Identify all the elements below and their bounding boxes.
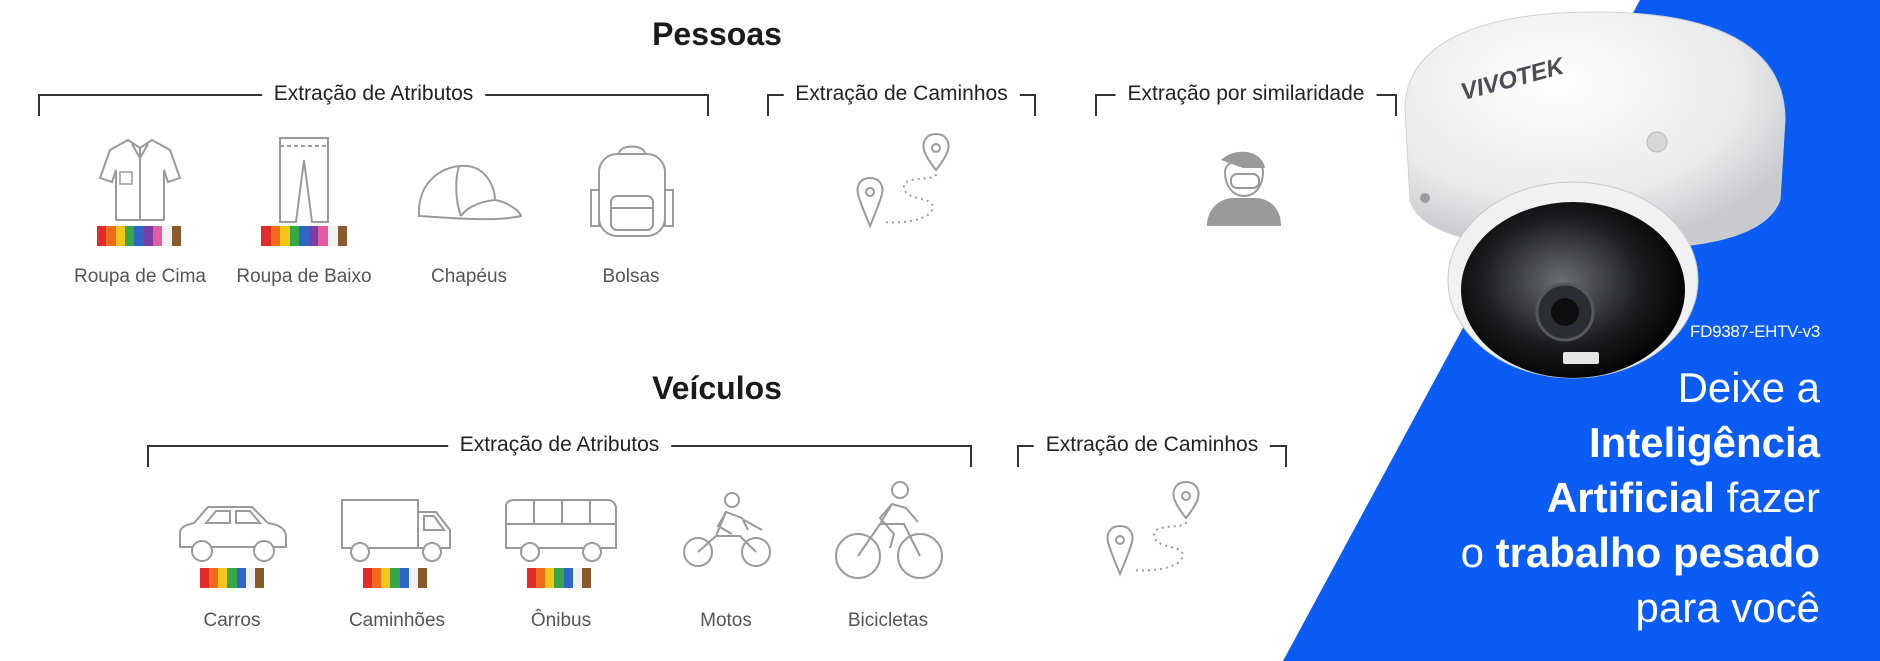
- palette-swatch: [308, 226, 319, 246]
- section-title-veiculos: Veículos: [652, 370, 782, 406]
- palette-swatch: [124, 226, 135, 246]
- route-path-icon: [1106, 480, 1200, 577]
- palette-swatch: [236, 568, 246, 588]
- palette-swatch: [162, 226, 172, 246]
- palette-swatch: [245, 568, 255, 588]
- cap-icon: [417, 164, 523, 221]
- palette-swatch: [218, 568, 228, 588]
- bicycle-icon: [835, 481, 943, 579]
- palette-swatch: [399, 568, 409, 588]
- tagline-o: o: [1460, 529, 1496, 576]
- item-label-roupa-baixo: Roupa de Baixo: [236, 266, 372, 287]
- color-palette-strip: [527, 568, 591, 588]
- item-label-carros: Carros: [203, 610, 261, 631]
- palette-swatch: [289, 226, 300, 246]
- group-label-pessoas-attributes: Extração de Atributos: [261, 82, 486, 106]
- palette-swatch: [381, 568, 391, 588]
- color-palette-strip: [363, 568, 427, 588]
- color-palette-strip: [97, 226, 181, 246]
- group-bracket-pessoas-paths: Extração de Caminhos: [767, 82, 1036, 116]
- person-similarity-icon: [1207, 151, 1281, 226]
- palette-swatch: [390, 568, 400, 588]
- palette-swatch: [337, 226, 348, 246]
- group-bracket-veiculos-paths: Extração de Caminhos: [1017, 433, 1287, 467]
- palette-swatch: [572, 568, 582, 588]
- group-bracket-veiculos-attributes: Extração de Atributos: [147, 433, 972, 467]
- motorcycle-icon: [683, 492, 771, 567]
- color-palette-strip: [200, 568, 264, 588]
- item-label-roupa-cima: Roupa de Cima: [73, 266, 207, 287]
- group-label-pessoas-paths: Extração de Caminhos: [783, 82, 1020, 106]
- palette-swatch: [581, 568, 591, 588]
- item-label-bolsas: Bolsas: [602, 266, 660, 287]
- palette-swatch: [171, 226, 181, 246]
- tagline-line1: Deixe a: [1677, 364, 1820, 411]
- palette-swatch: [97, 226, 107, 246]
- tagline-line5: para você: [1635, 584, 1820, 631]
- tagline-fazer: fazer: [1714, 474, 1820, 521]
- palette-swatch: [152, 226, 163, 246]
- palette-swatch: [563, 568, 573, 588]
- group-bracket-pessoas-similarity: Extração por similaridade: [1095, 82, 1397, 116]
- palette-swatch: [299, 226, 309, 246]
- palette-swatch: [200, 568, 210, 588]
- camera-model: FD9387-EHTV-v3: [1690, 322, 1820, 341]
- tagline-bold-artificial: Artificial: [1546, 474, 1715, 521]
- item-label-caminhoes: Caminhões: [348, 610, 446, 631]
- palette-swatch: [327, 226, 338, 246]
- backpack-icon: [590, 145, 674, 237]
- item-label-onibus: Ônibus: [530, 610, 592, 631]
- group-label-pessoas-similarity: Extração por similaridade: [1115, 82, 1377, 106]
- section-title-pessoas: Pessoas: [652, 16, 782, 52]
- color-palette-strip: [261, 226, 348, 246]
- tagline-line4: o trabalho pesado: [1461, 525, 1820, 580]
- palette-swatch: [134, 226, 144, 246]
- dome-camera-image: [1404, 11, 1786, 379]
- item-label-chapeus: Chapéus: [430, 266, 508, 287]
- palette-swatch: [363, 568, 373, 588]
- item-label-motos: Motos: [700, 610, 752, 631]
- palette-swatch: [417, 568, 427, 588]
- item-label-bicicletas: Bicicletas: [847, 610, 929, 631]
- palette-swatch: [408, 568, 418, 588]
- group-bracket-pessoas-attributes: Extração de Atributos: [38, 82, 709, 116]
- shirt-icon: [98, 138, 182, 221]
- group-label-veiculos-paths: Extração de Caminhos: [1033, 433, 1271, 457]
- tagline-line2: Inteligência: [1589, 415, 1820, 470]
- palette-swatch: [106, 226, 116, 246]
- palette-swatch: [143, 226, 153, 246]
- palette-swatch: [554, 568, 564, 588]
- car-icon: [179, 506, 287, 562]
- palette-swatch: [227, 568, 237, 588]
- palette-swatch: [536, 568, 546, 588]
- tagline-bold-intelligence: Inteligência: [1588, 419, 1820, 466]
- palette-swatch: [261, 226, 271, 246]
- tagline-bold-heavy-work: trabalho pesado: [1495, 529, 1820, 576]
- group-label-veiculos-attributes: Extração de Atributos: [447, 433, 672, 457]
- pants-icon: [279, 137, 329, 223]
- palette-swatch: [318, 226, 328, 246]
- palette-swatch: [545, 568, 555, 588]
- palette-swatch: [270, 226, 281, 246]
- palette-swatch: [209, 568, 219, 588]
- palette-swatch: [115, 226, 125, 246]
- palette-swatch: [254, 568, 264, 588]
- palette-swatch: [527, 568, 537, 588]
- palette-swatch: [372, 568, 382, 588]
- route-path-icon: [856, 132, 950, 229]
- palette-swatch: [280, 226, 290, 246]
- truck-icon: [341, 499, 451, 562]
- tagline-line3: Artificial fazer: [1547, 470, 1820, 525]
- bus-icon: [505, 499, 617, 562]
